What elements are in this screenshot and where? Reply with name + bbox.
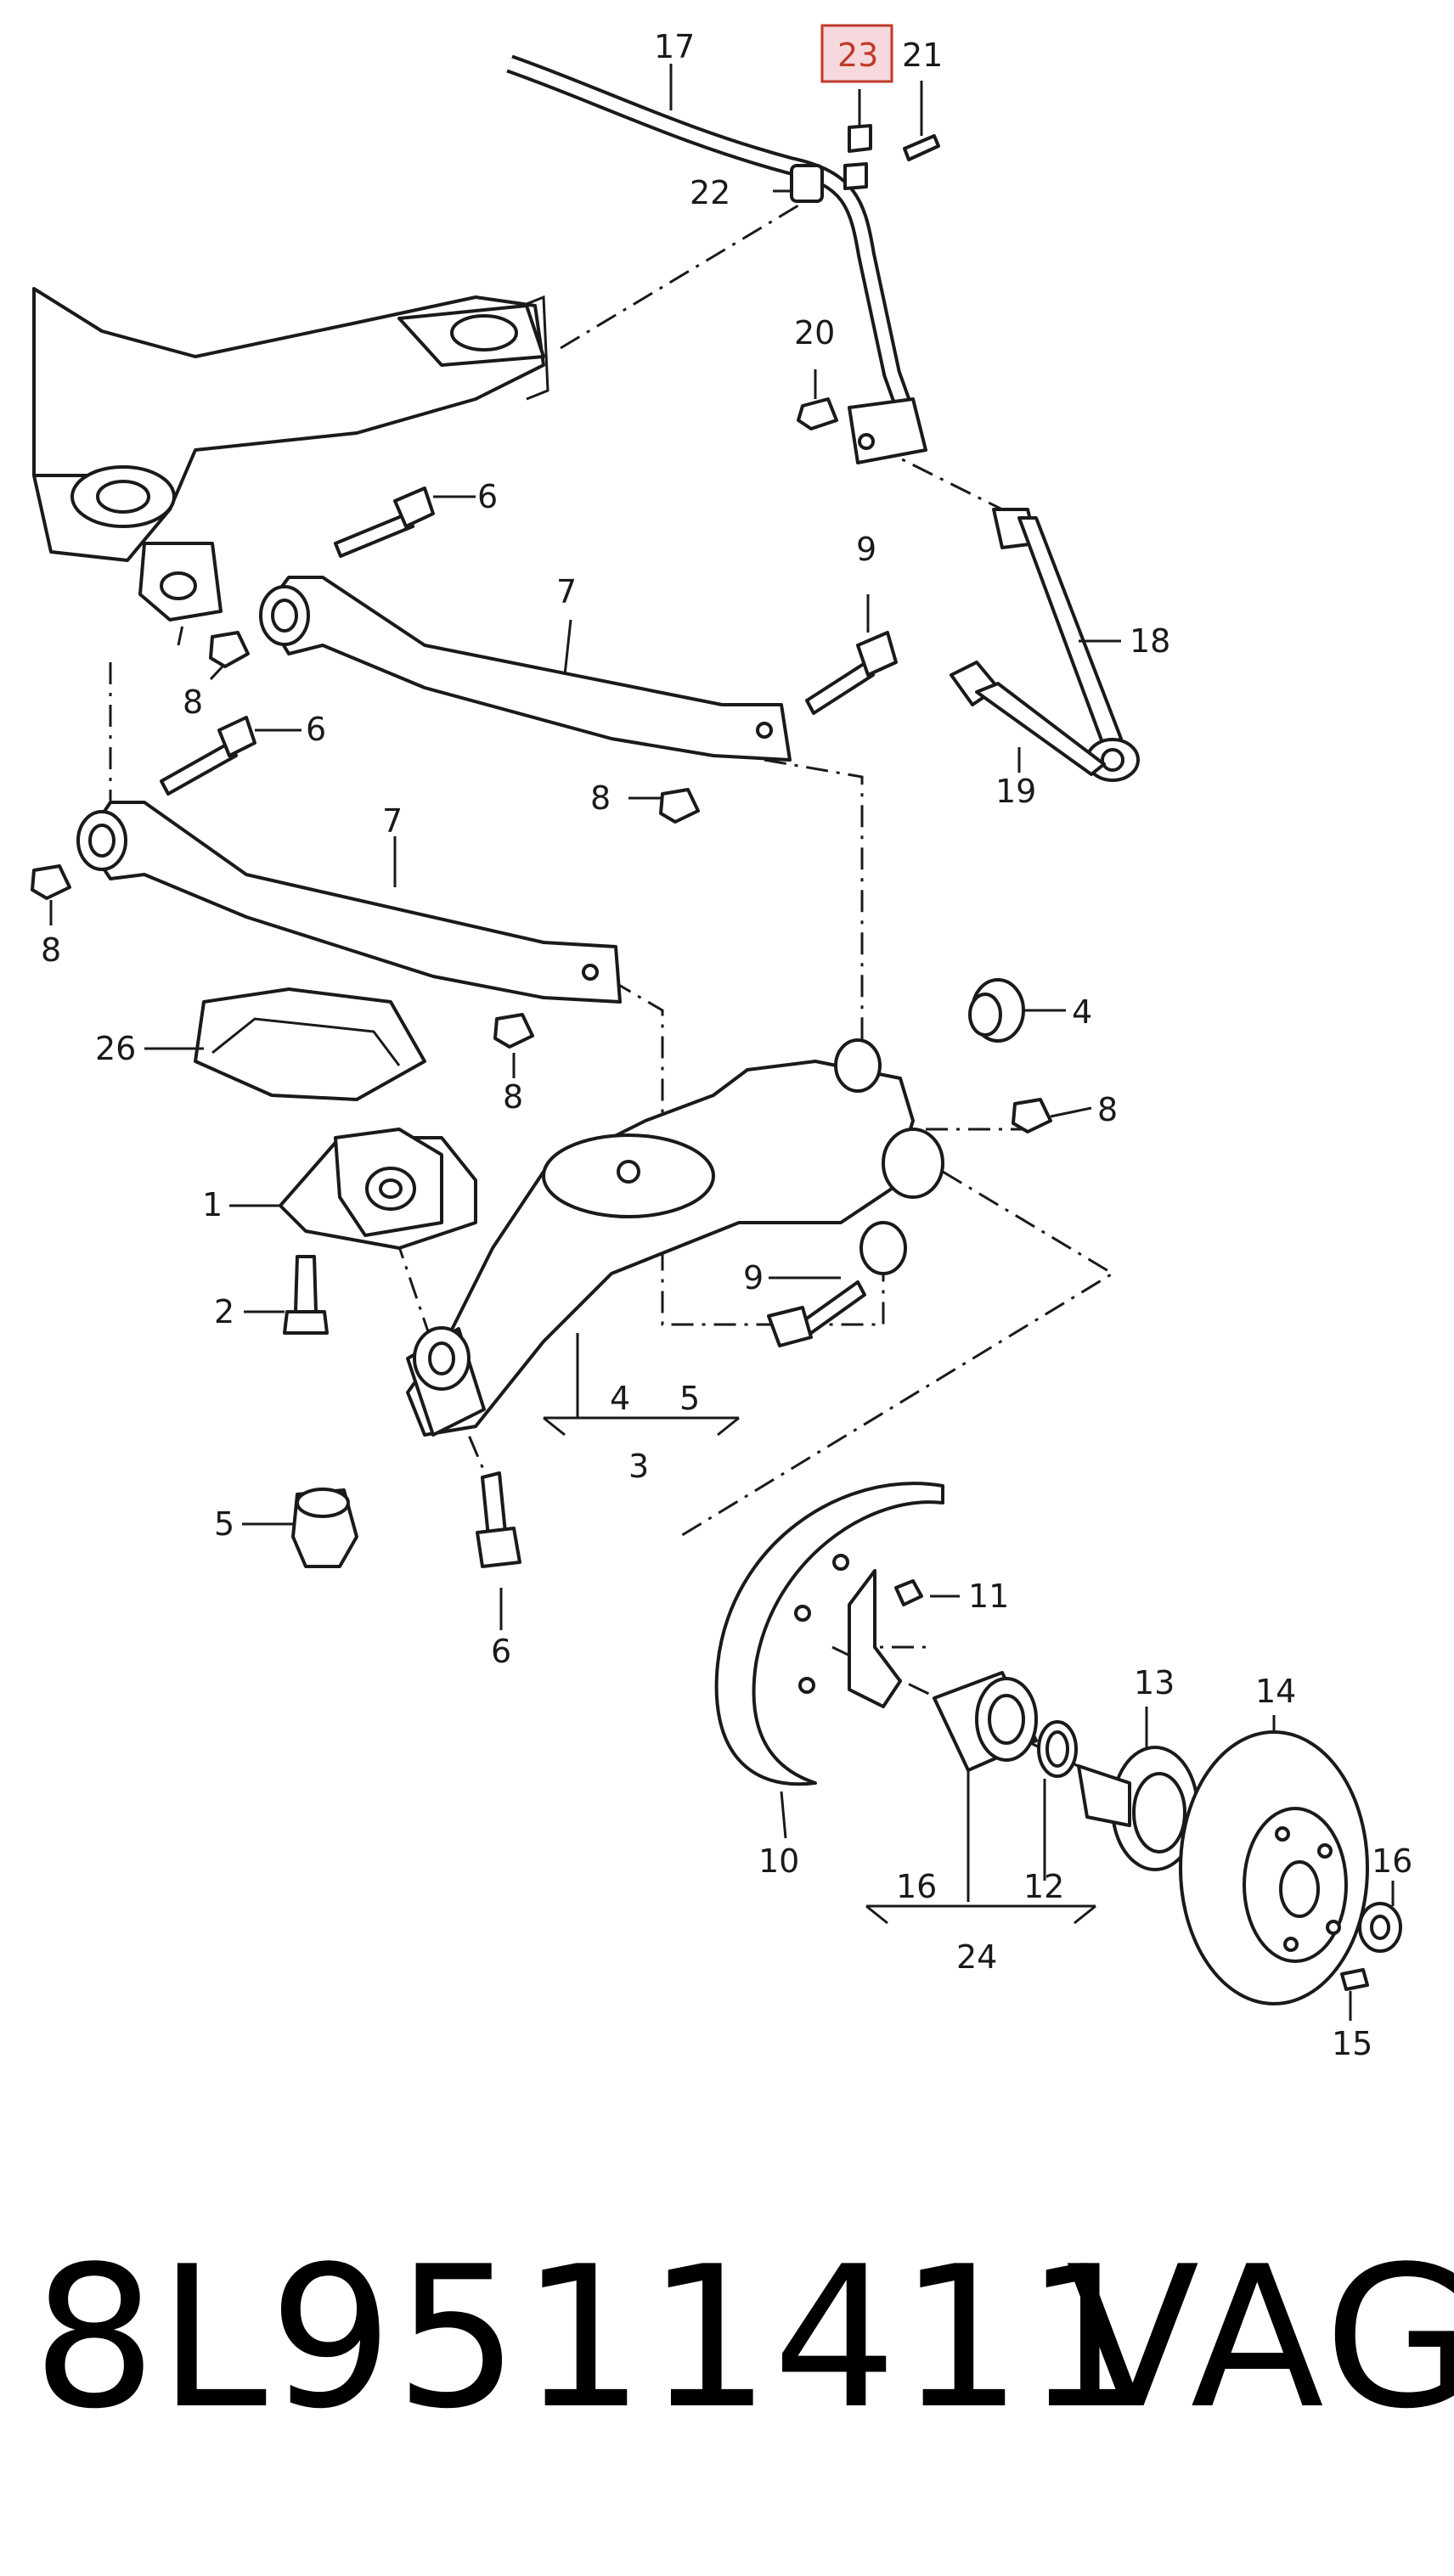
bolt-2: [283, 1255, 329, 1335]
highlighted-callout-box: [820, 24, 893, 83]
callout-13: 13: [1134, 1664, 1175, 1701]
callout-8-a: 8: [183, 683, 203, 721]
callout-1: 1: [202, 1186, 223, 1223]
callout-17: 17: [654, 28, 695, 65]
callout-8-e: 8: [1097, 1091, 1118, 1128]
callout-11: 11: [968, 1578, 1009, 1615]
callout-16-bearing: 16: [896, 1868, 937, 1905]
callout-26: 26: [95, 1030, 136, 1067]
callout-8-d: 8: [503, 1078, 523, 1116]
bolt-11: [894, 1579, 923, 1606]
callout-16-hub: 16: [1372, 1842, 1412, 1880]
callout-9-lower: 9: [743, 1259, 764, 1296]
exploded-parts-diagram: 17 23 21 22 20 6 9 7 18 8 6 19 8 7 8 4 2…: [31, 24, 1412, 2062]
backing-plate-10: [714, 1482, 944, 1786]
nut-8-c: [31, 864, 71, 900]
nut-8-b: [659, 788, 700, 824]
part-number: 8L9511411: [32, 2225, 1151, 2452]
brand-name: VAG: [1066, 2225, 1454, 2452]
callout-8-c: 8: [41, 931, 61, 969]
callout-14: 14: [1255, 1673, 1296, 1710]
transverse-link-lower: [76, 801, 622, 1004]
callout-23: 23: [837, 37, 878, 74]
callout-8-b: 8: [590, 779, 611, 817]
callout-6-upper: 6: [477, 478, 498, 515]
callout-24: 24: [956, 1938, 997, 1976]
callout-2: 2: [214, 1293, 234, 1330]
callout-22: 22: [690, 174, 730, 211]
bushing-4: [834, 978, 1025, 1275]
callout-5-bushing: 5: [214, 1505, 234, 1543]
callout-15: 15: [1332, 2025, 1372, 2062]
rear-subframe: [32, 287, 549, 622]
leader-lines: [49, 64, 1395, 2021]
callout-19: 19: [995, 773, 1036, 810]
nut-8-d: [493, 1013, 534, 1049]
bushing-5: [291, 1488, 358, 1568]
callout-labels: 17 23 21 22 20 6 9 7 18 8 6 19 8 7 8 4 2…: [41, 28, 1412, 2062]
callout-21: 21: [902, 37, 943, 74]
transverse-link-upper: [259, 576, 792, 762]
cover-26: [194, 987, 426, 1101]
trailing-arm-3: [406, 1060, 915, 1437]
callout-6-lower: 6: [491, 1633, 511, 1670]
hub-nut-16: [1358, 1902, 1402, 1953]
callout-7-upper: 7: [556, 573, 577, 610]
brake-disc-14: [1179, 1730, 1369, 2005]
wheel-bearing-24: [933, 1671, 1078, 1778]
bolt-9-lower: [767, 1280, 866, 1347]
callout-9-upper: 9: [856, 531, 876, 568]
callout-12: 12: [1023, 1868, 1064, 1905]
mounting-bracket-1: [279, 1128, 477, 1250]
callout-20: 20: [794, 314, 835, 352]
anti-roll-bar: [506, 54, 940, 464]
nut-20: [797, 397, 838, 430]
coupling-rod-18: [992, 508, 1140, 782]
bolt-6-upper: [334, 487, 435, 558]
callout-5-group: 5: [679, 1380, 700, 1417]
nut-8-a: [209, 631, 250, 668]
callout-10: 10: [758, 1842, 799, 1880]
callout-18: 18: [1130, 622, 1170, 660]
bolt-19: [950, 661, 1106, 776]
bolt-6-middle: [160, 716, 256, 796]
bolt-6-lower: [476, 1471, 521, 1568]
callout-4-group: 4: [610, 1380, 630, 1417]
callout-3: 3: [628, 1448, 649, 1485]
nut-8-e: [1012, 1098, 1052, 1133]
callout-6-middle: 6: [306, 711, 326, 748]
bolt-9-upper: [805, 631, 898, 715]
screw-15: [1340, 1968, 1369, 1991]
callout-7-lower: 7: [382, 802, 403, 840]
callout-4-bushing: 4: [1072, 993, 1092, 1031]
